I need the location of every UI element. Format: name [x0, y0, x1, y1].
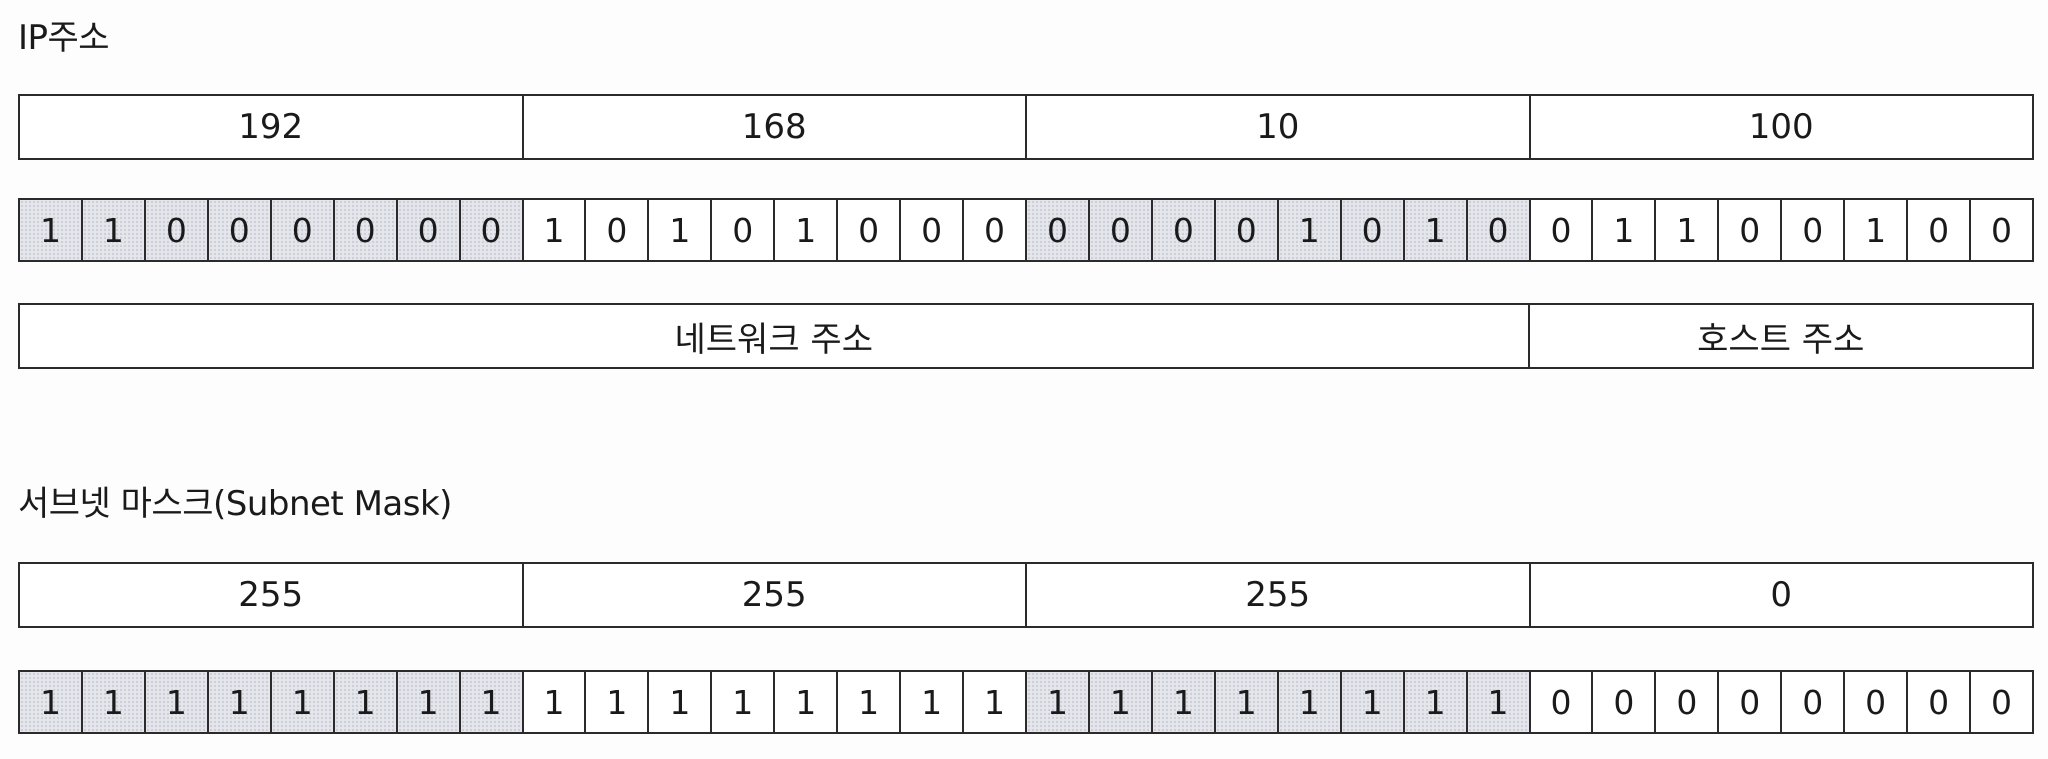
mask-bit: 1 [20, 672, 81, 732]
ip-bit: 0 [962, 200, 1025, 260]
ip-bit: 0 [1906, 200, 1969, 260]
mask-bit: 1 [521, 672, 585, 732]
ip-bit: 0 [584, 200, 647, 260]
mask-bit: 1 [1339, 672, 1403, 732]
mask-octet-1: 255 [238, 575, 304, 615]
ip-bit: 0 [1339, 200, 1403, 260]
mask-bit: 1 [836, 672, 899, 732]
ip-octet-1: 192 [238, 107, 304, 147]
ip-bit: 0 [206, 200, 270, 260]
subnet-mask-title: 서브넷 마스크(Subnet Mask) [18, 484, 452, 524]
mask-bit: 1 [962, 672, 1025, 732]
network-address-label: 네트워크 주소 [674, 319, 874, 360]
mask-bit: 1 [143, 672, 207, 732]
mask-bit: 1 [1276, 672, 1340, 732]
mask-bit: 1 [269, 672, 333, 732]
ip-bit: 0 [143, 200, 207, 260]
ip-octet-4: 100 [1528, 96, 2033, 158]
mask-bit: 1 [1087, 672, 1151, 732]
mask-bit: 1 [332, 672, 396, 732]
ip-address-parts-row: 네트워크 주소 호스트 주소 [18, 303, 2034, 369]
mask-bit: 0 [1780, 672, 1843, 732]
ip-bit: 1 [1843, 200, 1906, 260]
mask-octet-row: 255 255 255 0 [18, 562, 2034, 628]
ip-bit: 1 [647, 200, 710, 260]
ip-bit: 0 [395, 200, 459, 260]
ip-bit: 1 [773, 200, 836, 260]
ip-bit: 0 [1025, 200, 1088, 260]
mask-octet-4: 0 [1528, 564, 2033, 626]
mask-bit: 1 [773, 672, 836, 732]
mask-bit: 1 [647, 672, 710, 732]
mask-bit: 1 [395, 672, 459, 732]
ip-bit: 1 [1402, 200, 1466, 260]
ip-bit: 0 [269, 200, 333, 260]
ip-octet-2: 168 [521, 96, 1026, 158]
mask-bit: 0 [1528, 672, 1592, 732]
ip-bit: 0 [1087, 200, 1151, 260]
ip-bit: 0 [1528, 200, 1592, 260]
mask-bit: 1 [458, 672, 522, 732]
ip-bit: 0 [836, 200, 899, 260]
ip-bit: 0 [710, 200, 773, 260]
mask-bit: 1 [1025, 672, 1088, 732]
ip-bit: 0 [1780, 200, 1843, 260]
mask-bit: 0 [1906, 672, 1969, 732]
mask-bit: 0 [1969, 672, 2032, 732]
mask-octet-3: 255 [1025, 564, 1529, 626]
ip-bit: 1 [20, 200, 81, 260]
ip-bit: 1 [521, 200, 585, 260]
mask-bit: 0 [1654, 672, 1717, 732]
mask-bit: 0 [1717, 672, 1780, 732]
mask-bit: 1 [899, 672, 962, 732]
ip-bit: 1 [80, 200, 144, 260]
mask-bit: 1 [1402, 672, 1466, 732]
mask-octet-2: 255 [521, 564, 1026, 626]
mask-bit: 0 [1591, 672, 1654, 732]
mask-bit: 0 [1843, 672, 1906, 732]
mask-bit: 1 [1213, 672, 1277, 732]
ip-octet-3: 10 [1025, 96, 1529, 158]
ip-address-title: IP주소 [18, 18, 110, 58]
mask-bit: 1 [710, 672, 773, 732]
mask-bit: 1 [1465, 672, 1529, 732]
ip-bit: 0 [1717, 200, 1780, 260]
ip-bit: 0 [1150, 200, 1214, 260]
ip-bit: 0 [899, 200, 962, 260]
mask-bit: 1 [584, 672, 647, 732]
mask-bit: 1 [80, 672, 144, 732]
host-address-label: 호스트 주소 [1527, 305, 2033, 367]
mask-bit: 1 [206, 672, 270, 732]
ip-bit: 0 [1969, 200, 2032, 260]
ip-bit: 1 [1591, 200, 1654, 260]
ip-bit: 1 [1276, 200, 1340, 260]
ip-bit: 0 [1465, 200, 1529, 260]
ip-bit: 0 [458, 200, 522, 260]
mask-bit: 1 [1150, 672, 1214, 732]
ip-bit: 0 [332, 200, 396, 260]
ip-bit: 0 [1213, 200, 1277, 260]
ip-octet-row: 192 168 10 100 [18, 94, 2034, 160]
ip-bit: 1 [1654, 200, 1717, 260]
